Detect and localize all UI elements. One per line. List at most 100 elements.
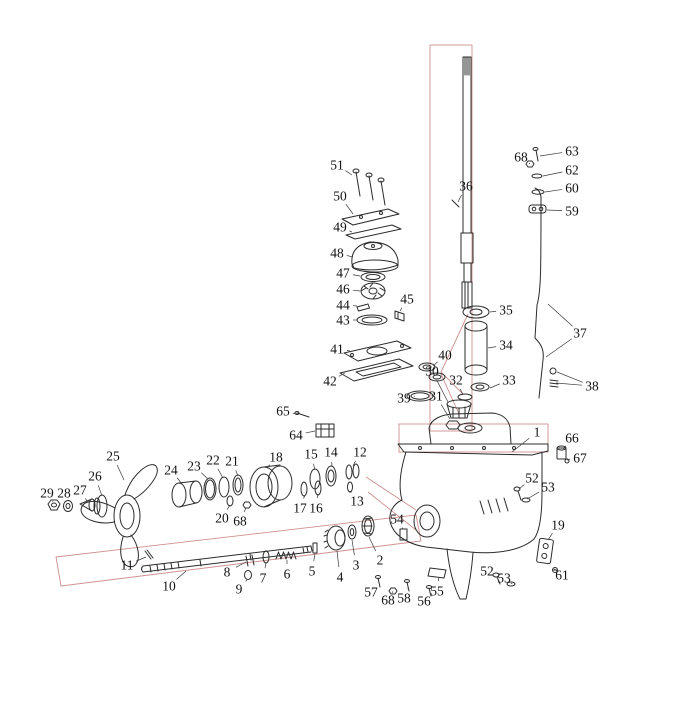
driveshaft-sleeve xyxy=(464,320,488,376)
clutch-pin xyxy=(294,411,310,418)
carrier-ring-a xyxy=(218,476,230,498)
pump-base-plate xyxy=(343,340,412,362)
gear-washer xyxy=(347,524,357,540)
part-number-label: 25 xyxy=(106,448,120,464)
part-number-label: 44 xyxy=(336,297,350,313)
part-number-label: 9 xyxy=(235,581,243,597)
gearcase-cap xyxy=(428,412,512,445)
part-number-label: 68 xyxy=(381,592,395,608)
part-number-label: 37 xyxy=(573,325,587,341)
part-number-label: 13 xyxy=(350,493,364,509)
part-number-label: 32 xyxy=(449,372,463,388)
bearing-carrier-group xyxy=(171,463,360,509)
shaft-pin-small xyxy=(144,549,154,560)
drive-shaft xyxy=(451,56,474,309)
pump-base-gasket xyxy=(339,358,414,382)
part-number-label: 52 xyxy=(480,563,494,579)
water-intake-slots xyxy=(479,497,509,515)
small-ring xyxy=(347,481,353,493)
spring xyxy=(275,551,297,560)
skeg xyxy=(446,548,474,600)
clutch-dog xyxy=(315,423,335,438)
part-number-label: 4 xyxy=(336,569,344,585)
part-number-label: 67 xyxy=(573,450,587,466)
anode-bracket xyxy=(536,537,554,565)
pump-housing xyxy=(351,241,399,273)
part-number-label: 35 xyxy=(499,302,513,318)
part-number-label: 31 xyxy=(429,388,443,404)
anti-ventilation-plate xyxy=(397,443,549,456)
part-number-label: 53 xyxy=(497,570,511,586)
part-number-label: 36 xyxy=(459,178,473,194)
part-number-label: 68 xyxy=(233,513,247,529)
shift-washer-upper xyxy=(531,173,543,179)
part-number-label: 33 xyxy=(502,372,516,388)
part-number-label: 19 xyxy=(551,517,565,533)
thrust-washer xyxy=(457,382,490,401)
housing-bolts xyxy=(492,486,531,587)
part-number-label: 45 xyxy=(400,291,414,307)
spacer-cone xyxy=(79,498,96,512)
pump-plate xyxy=(341,208,400,226)
part-number-label: 58 xyxy=(397,590,411,606)
part-number-label: 65 xyxy=(276,403,290,419)
part-number-label: 59 xyxy=(565,203,579,219)
impeller xyxy=(360,282,386,300)
part-number-label: 34 xyxy=(499,337,513,353)
propeller xyxy=(80,464,158,568)
part-number-label: 5 xyxy=(308,563,316,579)
part-number-label: 27 xyxy=(73,482,87,498)
pump-gasket-upper xyxy=(345,224,402,240)
retainer-pair xyxy=(345,464,353,480)
part-number-label: 29 xyxy=(40,485,54,501)
part-number-label: 49 xyxy=(333,219,347,235)
part-number-label: 23 xyxy=(187,458,201,474)
part-number-label: 38 xyxy=(585,378,599,394)
carrier-ring-b xyxy=(232,474,244,496)
part-number-label: 24 xyxy=(164,462,178,478)
carrier-ring-c xyxy=(226,495,234,507)
part-number-label: 41 xyxy=(330,341,344,357)
shim-b xyxy=(314,480,322,496)
part-number-label: 50 xyxy=(333,188,347,204)
lower-fasteners xyxy=(375,528,447,597)
part-number-label: 11 xyxy=(120,557,134,573)
shaft-collar xyxy=(245,554,255,567)
pinion-gear xyxy=(445,399,472,430)
part-number-label: 28 xyxy=(57,485,71,501)
part-number-label: 43 xyxy=(336,312,350,328)
shift-bolt xyxy=(535,149,539,162)
part-number-label: 7 xyxy=(259,570,267,586)
prop-nut xyxy=(47,499,61,511)
part-number-label: 46 xyxy=(336,281,350,297)
cross-pin xyxy=(312,542,318,554)
part-number-label: 63 xyxy=(565,143,579,159)
washer-ring-b xyxy=(325,465,337,487)
part-number-label: 57 xyxy=(364,584,378,600)
shaft-washer-below xyxy=(244,570,252,580)
shift-rod xyxy=(525,147,559,399)
bearing-carrier xyxy=(249,464,293,508)
part-number-label: 20 xyxy=(215,510,229,526)
part-number-label: 22 xyxy=(206,452,220,468)
pump-cup xyxy=(360,272,386,282)
part-number-label: 18 xyxy=(269,449,283,465)
part-number-label: 61 xyxy=(555,567,569,583)
o-ring xyxy=(406,390,434,402)
part-number-label: 66 xyxy=(565,430,579,446)
part-number-label: 48 xyxy=(330,245,344,261)
pump-clip xyxy=(394,310,405,322)
prop-shaft-bore xyxy=(413,504,441,538)
impeller-key xyxy=(356,303,370,312)
part-number-label: 16 xyxy=(309,500,323,516)
part-number-label: 1 xyxy=(533,424,541,440)
part-number-label: 47 xyxy=(336,265,350,281)
part-number-label: 10 xyxy=(162,578,176,594)
propeller-shaft xyxy=(141,545,313,573)
pump-seal-ring xyxy=(356,314,388,326)
thrust-hub xyxy=(93,494,108,518)
part-number-label: 39 xyxy=(397,390,411,406)
part-number-label: 56 xyxy=(417,593,431,609)
